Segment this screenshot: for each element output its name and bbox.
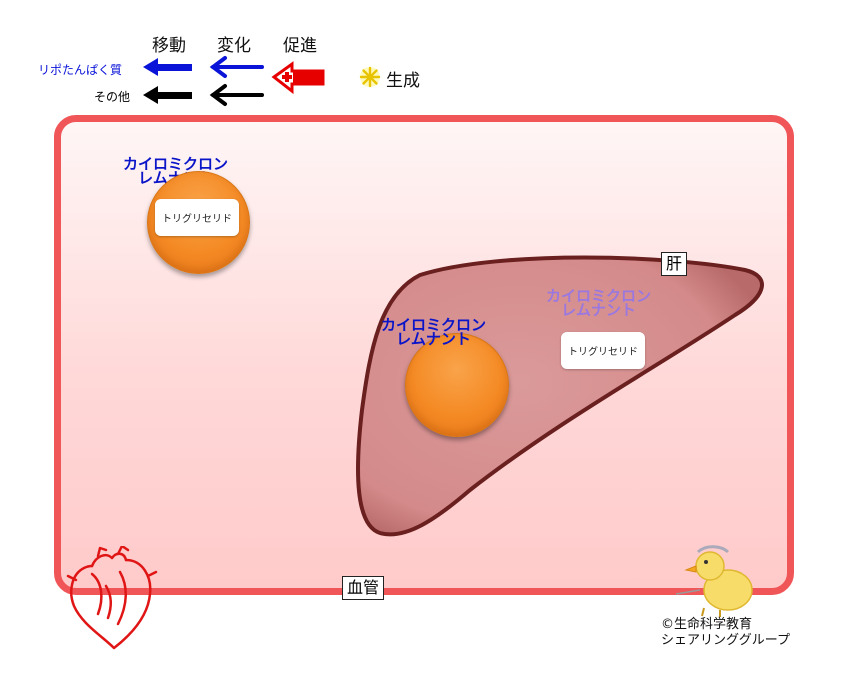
change-arrow-black-icon: [209, 84, 264, 106]
legend-label-other: その他: [94, 90, 131, 104]
legend-label-generation: 生成: [386, 71, 420, 91]
chylomicron-remnant-particle-2: [405, 333, 509, 437]
legend-label-lipoprotein: リポたんぱく質: [38, 63, 123, 77]
chylomicron-remnant-label-2-line1: カイロミクロン: [381, 316, 487, 334]
credit-text: ©生命科学教育 シェアリンググループ: [661, 617, 790, 649]
chick-mascot-icon: [675, 545, 753, 617]
credit-line-1: ©生命科学教育: [661, 617, 753, 632]
legend-header-move: 移動: [152, 36, 186, 56]
legend-header-promote: 促進: [283, 36, 317, 56]
heart-icon: [66, 546, 158, 650]
chylomicron-remnant-label-2-line2: レムナント: [396, 330, 471, 348]
chylomicron-remnant-label-3-line1: カイロミクロン: [546, 287, 652, 305]
promote-arrow-icon: [271, 61, 325, 95]
legend-header-change: 変化: [217, 36, 251, 56]
triglyceride-label-1: トリグリセリド: [155, 199, 239, 236]
vessel-label: 血管: [342, 576, 385, 600]
chylomicron-remnant-label-3-line2: レムナント: [561, 301, 636, 319]
triglyceride-label-2: トリグリセリド: [561, 332, 645, 369]
chylomicron-remnant-label-3: カイロミクロン レムナント: [546, 287, 652, 319]
move-arrow-blue-icon: [143, 58, 192, 76]
generation-sparkle-icon: [359, 66, 381, 88]
credit-line-2: シェアリンググループ: [661, 633, 790, 648]
liver-label: 肝: [661, 252, 688, 276]
legend-arrows: [143, 56, 381, 106]
move-arrow-black-icon: [143, 86, 192, 104]
change-arrow-blue-icon: [209, 56, 264, 78]
chylomicron-remnant-label-2: カイロミクロン レムナント: [381, 316, 487, 348]
chylomicron-remnant-label-1-line1: カイロミクロン: [123, 155, 229, 173]
